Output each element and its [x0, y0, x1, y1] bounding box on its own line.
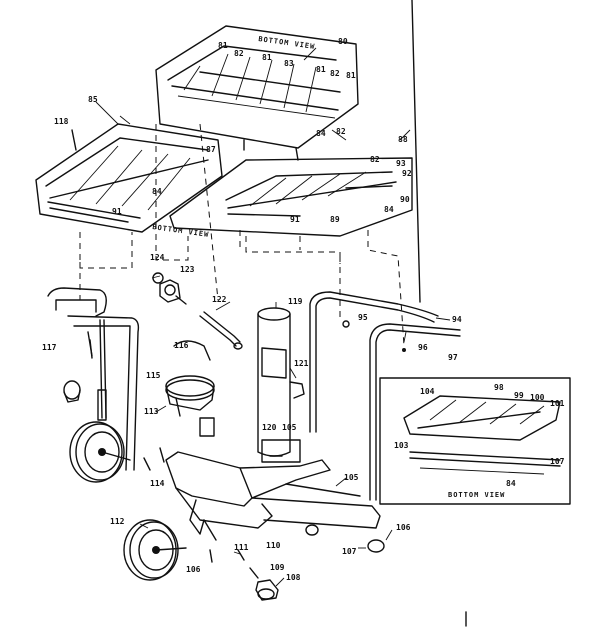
part-82-label: 82 — [370, 155, 380, 164]
part-90-label: 90 — [400, 195, 410, 204]
part-106-label: 106 — [396, 523, 411, 532]
part-82-label: 82 — [234, 49, 244, 58]
part-81-label: 81 — [262, 53, 272, 62]
part-81-label: 81 — [316, 65, 326, 74]
part-84-label: 84 — [506, 479, 516, 488]
part-109-label: 109 — [270, 563, 285, 572]
caption-bottom-view-inset: BOTTOM VIEW — [448, 491, 506, 499]
part-118-label: 118 — [54, 117, 69, 126]
part-104-label: 104 — [420, 387, 435, 396]
part-97-label: 97 — [448, 353, 458, 362]
part-123-label: 123 — [180, 265, 195, 274]
leader-lines — [95, 47, 451, 587]
part-84-label: 84 — [384, 205, 394, 214]
part-82-label: 82 — [330, 69, 340, 78]
lower-wheel — [123, 519, 187, 581]
part-116-label: 116 — [174, 341, 189, 350]
part-101-label: 101 — [550, 399, 565, 408]
part-94-label: 94 — [452, 315, 462, 324]
part-117-label: 117 — [42, 343, 57, 352]
part-89-label: 89 — [330, 215, 340, 224]
part-106-label: 106 — [186, 565, 201, 574]
part-92-label: 92 — [402, 169, 412, 178]
page-edge-line — [411, 0, 421, 303]
part-105-label: 105 — [344, 473, 359, 482]
part-105-label: 105 — [282, 423, 297, 432]
part-98-label: 98 — [494, 383, 504, 392]
part-111-label: 111 — [234, 543, 249, 552]
hardware-screws — [71, 129, 406, 563]
part-87-label: 87 — [206, 145, 216, 154]
cart-base-frame — [165, 439, 381, 541]
top-shelf-assembly — [155, 25, 359, 161]
regulator-hose — [152, 272, 243, 350]
part-83-label: 82 — [336, 127, 346, 136]
part-100-label: 100 — [530, 393, 545, 402]
part-91-label: 91 — [112, 207, 122, 216]
assembly-guide-lines — [79, 123, 405, 347]
part-80-label: 80 — [338, 37, 348, 46]
part-108-label: 108 — [286, 573, 301, 582]
part-119-label: 119 — [288, 297, 303, 306]
tank-holder-ring — [165, 340, 215, 437]
part-115-label: 115 — [146, 371, 161, 380]
part-113-label: 113 — [144, 407, 159, 416]
gas-tank — [257, 307, 305, 457]
part-95-label: 95 — [358, 313, 368, 322]
upper-wheel — [69, 421, 131, 483]
part-88-label: 88 — [398, 135, 408, 144]
part-81-label: 81 — [346, 71, 356, 80]
part-99-label: 99 — [514, 391, 524, 400]
part-93-label: 93 — [396, 159, 406, 168]
part-84-label: 84 — [316, 129, 326, 138]
part-96-label: 96 — [418, 343, 428, 352]
left-shelf-assembly — [35, 123, 223, 233]
part-103-label: 103 — [394, 441, 409, 450]
part-81-label: 81 — [218, 41, 228, 50]
part-122-label: 122 — [212, 295, 227, 304]
inset-box — [379, 377, 571, 505]
part-112-label: 112 — [110, 517, 125, 526]
part-124-label: 124 — [150, 253, 165, 262]
caster-parts — [249, 524, 385, 601]
right-shelf-assembly — [169, 157, 413, 237]
cart-handle-frame — [47, 287, 140, 471]
part-91-label: 91 — [290, 215, 300, 224]
part-107-label: 107 — [550, 457, 565, 466]
part-84-label: 84 — [152, 187, 162, 196]
part-83-label: 83 — [284, 59, 294, 68]
part-121-label: 121 — [294, 359, 309, 368]
end-cap-left — [63, 380, 81, 403]
part-110-label: 110 — [266, 541, 281, 550]
part-107-label: 107 — [342, 547, 357, 556]
part-114-label: 114 — [150, 479, 165, 488]
part-85-label: 85 — [88, 95, 98, 104]
part-120-label: 120 — [262, 423, 277, 432]
shelf-support-rods — [309, 291, 461, 501]
